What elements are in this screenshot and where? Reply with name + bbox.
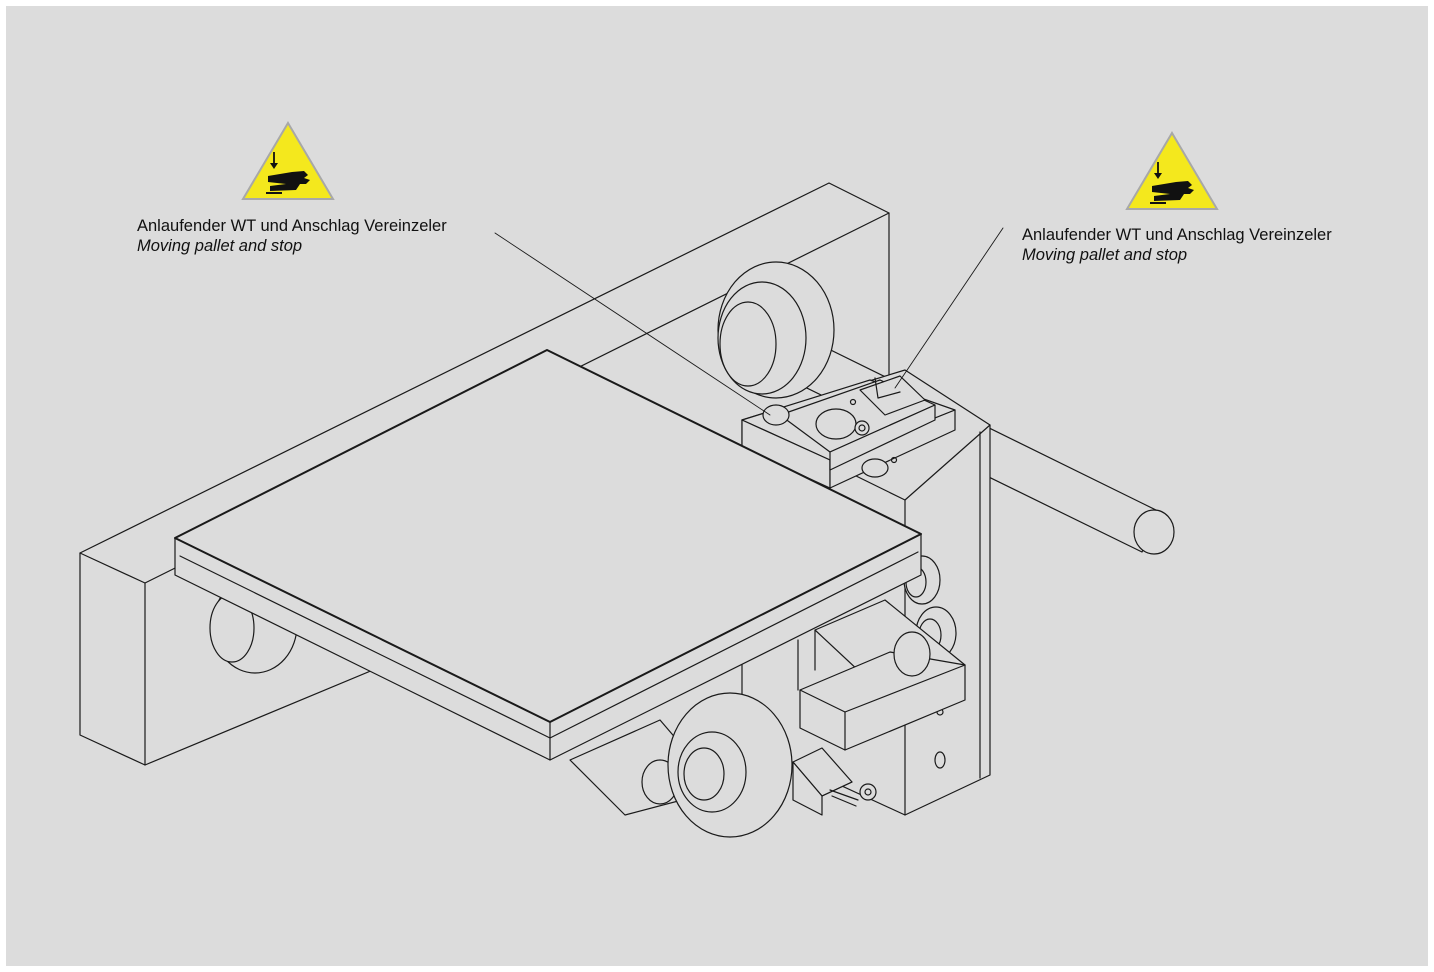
leader-lines [494,227,1004,416]
upper-roller [717,261,835,399]
callout-label-english: Moving pallet and stop [137,237,303,255]
lower-drive [209,576,793,838]
callout-label-german: Anlaufender WT und Anschlag Vereinzeler [137,217,447,235]
crush-hazard-warning-icon [1125,131,1219,210]
callout-right: Anlaufender WT und Anschlag Vereinzeler … [1022,225,1332,265]
connector [792,747,877,816]
callout-label-english: Moving pallet and stop [1022,246,1188,264]
machine-line-drawing [79,182,1175,838]
diagram-canvas: Anlaufender WT und Anschlag Vereinzeler … [6,6,1428,966]
crush-hazard-warning-icon [241,121,335,200]
workpiece-pallet [174,349,922,761]
callout-left: Anlaufender WT und Anschlag Vereinzeler … [137,216,447,256]
side-features [797,555,966,751]
callout-label-german: Anlaufender WT und Anschlag Vereinzeler [1022,226,1332,244]
singulator-top [741,375,956,489]
